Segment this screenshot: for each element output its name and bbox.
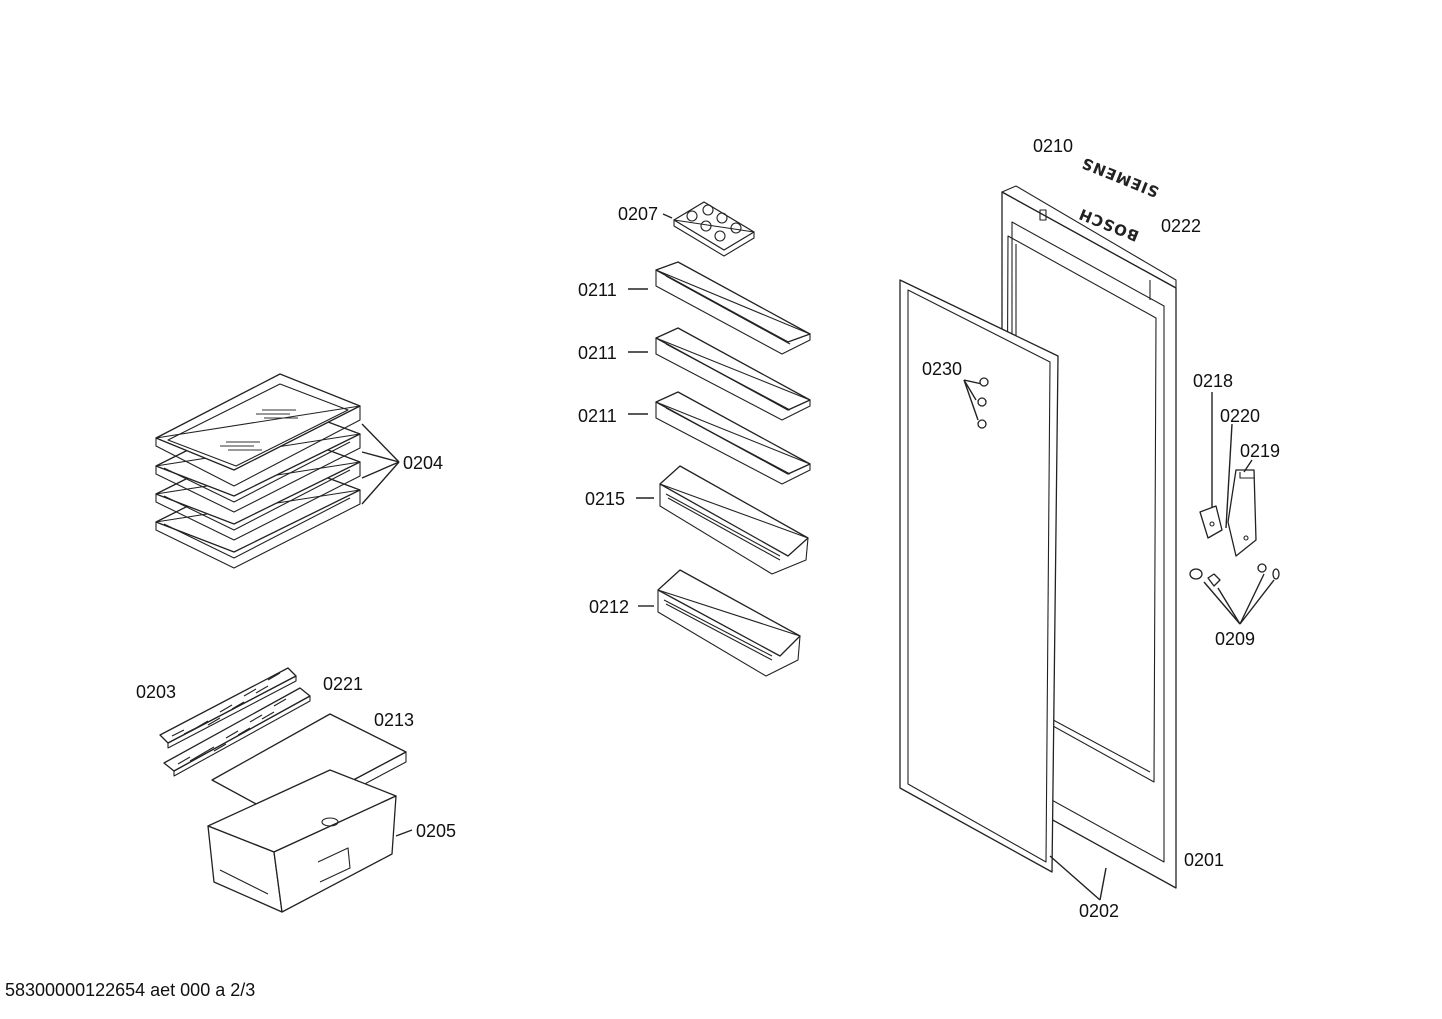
glass-shelves xyxy=(155,373,400,569)
vent-strips xyxy=(159,667,311,777)
door-bin-0215 xyxy=(659,465,809,575)
label-0203: 0203 xyxy=(136,682,176,702)
door-shelf-0211-c xyxy=(655,391,811,485)
door-bin-0212 xyxy=(657,569,801,677)
label-0211-c: 0211 xyxy=(578,406,617,426)
label-0210: 0210 xyxy=(1033,136,1073,156)
glass-shelf-1 xyxy=(155,373,361,487)
gasket-0202 xyxy=(899,279,1059,873)
label-0218: 0218 xyxy=(1193,371,1233,391)
hinge-parts-0209 xyxy=(1189,563,1280,625)
hinge-leaders xyxy=(1211,392,1253,529)
vent-strip-0221 xyxy=(163,687,311,777)
vent-strip-0203 xyxy=(159,667,297,749)
egg-tray-0207 xyxy=(673,201,755,257)
leader-0205 xyxy=(395,829,413,837)
siemens-logo: SIEMENS xyxy=(1079,154,1162,201)
label-0219: 0219 xyxy=(1240,441,1280,461)
screws-0230 xyxy=(963,377,989,429)
leaders-door-bins xyxy=(628,288,654,607)
label-0215: 0215 xyxy=(585,489,625,509)
door-shelf-0211-b xyxy=(655,327,811,421)
label-0220: 0220 xyxy=(1220,406,1260,426)
leader-0202 xyxy=(1049,855,1107,901)
label-0204: 0204 xyxy=(403,453,443,473)
document-id-footer: 58300000122654 aet 000 a 2/3 xyxy=(5,980,256,1000)
label-0205: 0205 xyxy=(416,821,456,841)
leader-0207 xyxy=(662,213,673,219)
label-0211-b: 0211 xyxy=(578,343,617,363)
label-0209: 0209 xyxy=(1215,629,1255,649)
door-shelf-0211-a xyxy=(655,261,811,355)
label-0207: 0207 xyxy=(618,204,658,224)
leader-0204 xyxy=(361,423,400,505)
label-0212: 0212 xyxy=(589,597,629,617)
label-0213: 0213 xyxy=(374,710,414,730)
label-0222: 0222 xyxy=(1161,216,1201,236)
label-0211-a: 0211 xyxy=(578,280,617,300)
label-0221: 0221 xyxy=(323,674,363,694)
crisper-drawer-0205 xyxy=(207,769,397,913)
label-0201: 0201 xyxy=(1184,850,1224,870)
label-0202: 0202 xyxy=(1079,901,1119,921)
hinge-assembly xyxy=(1199,469,1257,557)
label-0230: 0230 xyxy=(922,359,962,379)
